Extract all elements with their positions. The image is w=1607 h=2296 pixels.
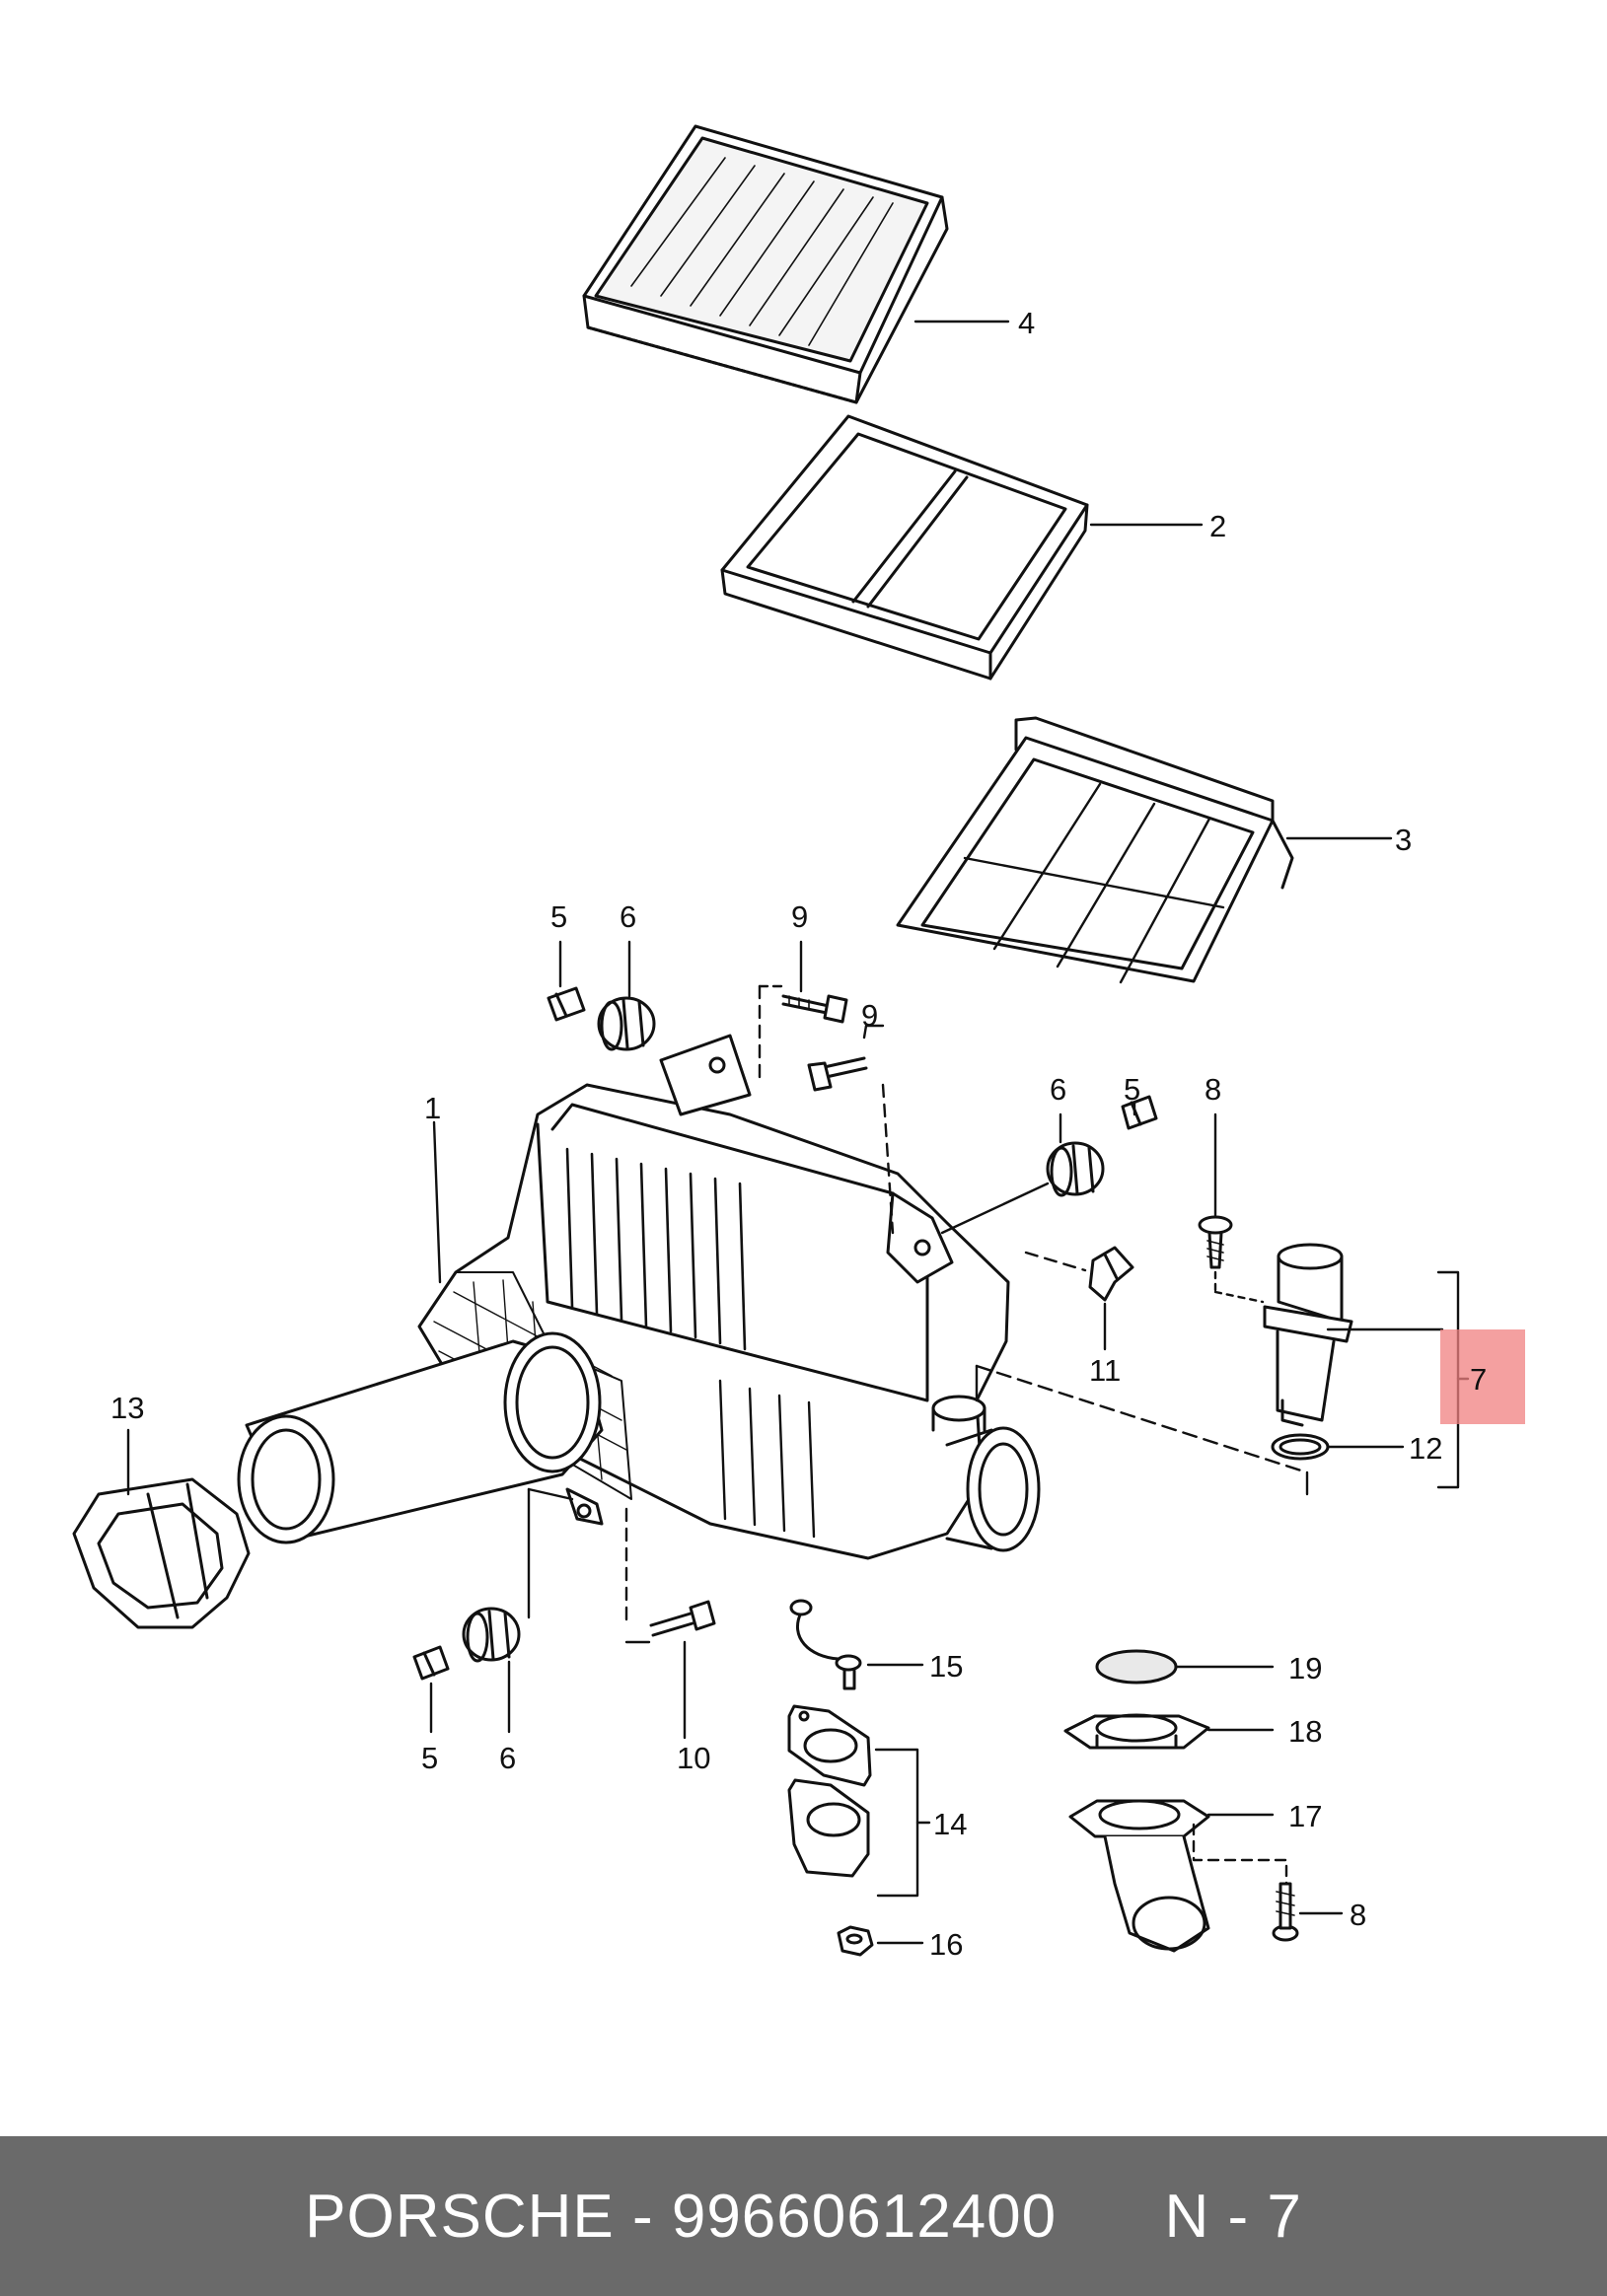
footer-gap — [1057, 2183, 1164, 2251]
callout-6-right: 6 — [1050, 1072, 1066, 1107]
exploded-parts-diagram: 4 2 3 5 6 9 9 6 5 8 1 11 7 12 13 15 5 6 … — [72, 124, 1525, 1962]
callout-12: 12 — [1409, 1431, 1442, 1466]
callout-17: 17 — [1288, 1799, 1322, 1833]
part-air-filter-housing — [237, 1034, 1041, 1560]
part-filter-frame — [720, 414, 1089, 681]
part-bolt-9b — [807, 1056, 868, 1092]
part-bush-5a — [547, 986, 586, 1022]
callout-18: 18 — [1288, 1714, 1322, 1749]
callout-15: 15 — [929, 1649, 963, 1684]
callout-14: 14 — [933, 1807, 967, 1841]
part-air-filter-element — [582, 124, 949, 404]
callout-19: 19 — [1288, 1651, 1322, 1686]
part-bush-5b — [1121, 1095, 1158, 1130]
part-intake-scoop — [72, 1477, 251, 1629]
callout-9-lower: 9 — [861, 998, 878, 1033]
callout-5-top-left: 5 — [550, 899, 567, 934]
footer-ref: N - 7 — [1164, 2182, 1302, 2251]
part-filter-disc-19 — [1095, 1649, 1178, 1685]
callout-6-top-left: 6 — [620, 899, 636, 934]
part-sensor-15 — [789, 1599, 862, 1690]
footer-brand: PORSCHE — [305, 2182, 615, 2251]
part-mass-air-flow-sensor — [1263, 1243, 1353, 1427]
footer-separator: - — [614, 2182, 672, 2251]
part-resonator-14 — [787, 1778, 870, 1878]
callout-1: 1 — [424, 1091, 441, 1125]
part-screw-8b — [1272, 1882, 1299, 1942]
part-bush-5c — [412, 1645, 450, 1681]
callout-10: 10 — [677, 1741, 710, 1775]
part-bolt-10 — [649, 1600, 716, 1637]
callout-2: 2 — [1209, 509, 1226, 543]
highlight-box-7 — [1440, 1329, 1525, 1424]
part-grommet-6c — [462, 1607, 521, 1663]
part-grommet-6a — [597, 996, 656, 1051]
callout-16: 16 — [929, 1927, 963, 1962]
footer-part-number: 99660612400 — [671, 2182, 1058, 2251]
footer-caption: PORSCHE - 99660612400 N - 7 — [305, 2182, 1302, 2252]
footer-banner: PORSCHE - 99660612400 N - 7 — [0, 2136, 1607, 2296]
part-grommet-6b — [1046, 1141, 1105, 1197]
callout-7: 7 — [1470, 1362, 1487, 1397]
callout-3: 3 — [1395, 823, 1412, 857]
part-nut-16 — [837, 1925, 874, 1957]
callout-8-lower: 8 — [1350, 1898, 1366, 1932]
part-elbow-17 — [1068, 1799, 1210, 1953]
part-clip-11 — [1088, 1246, 1134, 1302]
part-gasket-14 — [787, 1704, 872, 1787]
callout-9-upper: 9 — [791, 899, 808, 934]
callout-5-bottom: 5 — [421, 1741, 438, 1775]
callout-4: 4 — [1018, 306, 1035, 340]
callout-6-bottom: 6 — [499, 1741, 516, 1775]
callout-labels: 4 2 3 5 6 9 9 6 5 8 1 11 7 12 13 15 5 6 … — [110, 306, 1487, 1962]
part-grid-insert — [896, 716, 1294, 984]
callout-5-right: 5 — [1124, 1072, 1140, 1107]
part-bolt-9a — [781, 994, 848, 1024]
part-flange-18 — [1063, 1713, 1210, 1750]
callout-13: 13 — [110, 1391, 144, 1425]
part-o-ring-12 — [1271, 1433, 1330, 1461]
callout-8-upper: 8 — [1205, 1072, 1221, 1107]
part-screw-8a — [1198, 1215, 1233, 1269]
callout-11: 11 — [1089, 1353, 1121, 1388]
